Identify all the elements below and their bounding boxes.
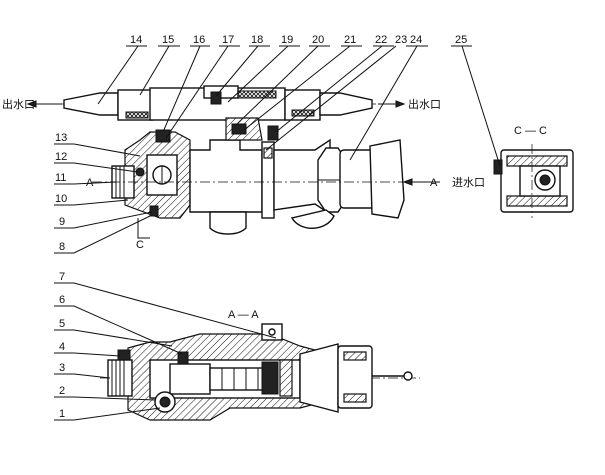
outlet-right-label: 出水口 [408,97,441,111]
callout-8: 8 [59,241,65,253]
section-a-right: A [430,177,438,189]
callout-7: 7 [59,271,65,283]
callout-4: 4 [59,341,65,353]
callout-12: 12 [55,151,67,163]
callout-16: 16 [193,34,205,46]
callout-11: 11 [55,172,66,184]
callout-14: 14 [130,34,142,46]
diagram-labels: 出水口 出水口 进水口 A A A — A C — C C [2,97,547,321]
section-a-left: A [86,177,94,189]
callout-numbers-left: 13 12 11 10 9 8 7 6 5 4 3 2 1 [55,132,67,420]
callout-17: 17 [222,34,234,46]
section-cc-view [493,144,574,218]
bottom-section-view [100,323,420,421]
section-cc-label: C — C [514,125,547,137]
callout-2: 2 [59,385,65,397]
callout-22: 22 [375,34,387,46]
callout-21: 21 [344,34,356,46]
callout-6: 6 [59,294,65,306]
callout-leaders [26,45,501,421]
callout-18: 18 [251,34,263,46]
callout-13: 13 [55,132,67,144]
callout-10: 10 [55,193,67,205]
callout-24: 24 [410,34,422,46]
callout-20: 20 [312,34,324,46]
callout-numbers-top: 14 15 16 17 18 19 20 21 22 23 24 25 [130,34,467,46]
top-section-view [60,85,440,235]
callout-15: 15 [162,34,174,46]
callout-23: 23 [395,34,407,46]
inlet-label: 进水口 [452,176,485,189]
callout-19: 19 [281,34,293,46]
outlet-left-label: 出水口 [2,97,35,111]
callout-5: 5 [59,318,65,330]
section-c-label: C [136,239,144,251]
callout-25: 25 [455,34,467,46]
callout-3: 3 [59,362,65,374]
section-aa-label: A — A [228,309,259,321]
callout-1: 1 [59,408,65,420]
callout-9: 9 [59,216,65,228]
